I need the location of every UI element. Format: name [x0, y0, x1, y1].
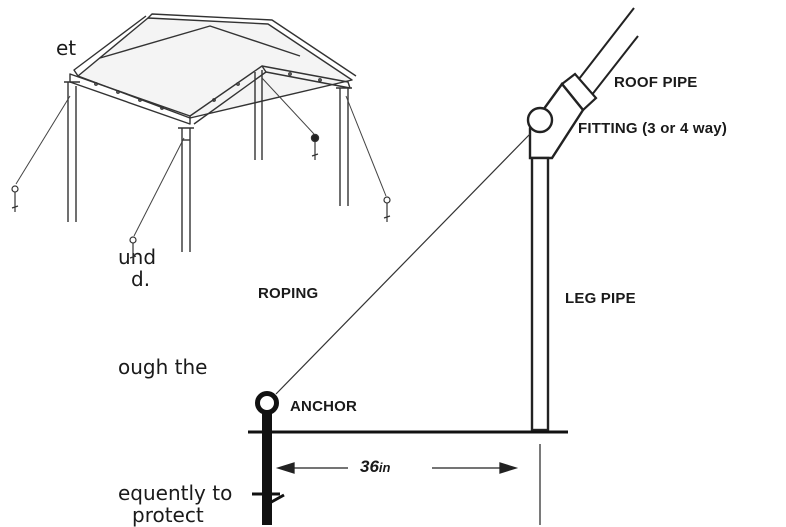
- roof-pipe-label: ROOF PIPE: [614, 74, 698, 91]
- leg-pipe: [530, 156, 550, 432]
- side-text-line-3: d.: [131, 267, 151, 291]
- roof-pipe: [571, 7, 639, 97]
- side-text-line-1: et: [56, 36, 77, 60]
- dimension-value: 36: [360, 457, 379, 476]
- side-text-line-6: protect: [132, 503, 204, 527]
- side-text-line-4: ough the: [118, 355, 208, 379]
- dimension-line: [275, 444, 541, 525]
- roping-label: ROPING: [258, 285, 319, 302]
- dimension-label: 36in: [360, 457, 390, 477]
- anchor-stake: [252, 391, 285, 525]
- side-text-line-5: equently to: [118, 481, 233, 505]
- roping-line: [275, 133, 531, 395]
- anchor-label: ANCHOR: [290, 398, 358, 415]
- side-text-line-2: und: [118, 245, 157, 269]
- fitting-label: FITTING (3 or 4 way): [578, 120, 728, 137]
- dimension-unit: in: [378, 460, 391, 475]
- leg-pipe-label: LEG PIPE: [565, 290, 636, 307]
- fitting: [526, 82, 585, 160]
